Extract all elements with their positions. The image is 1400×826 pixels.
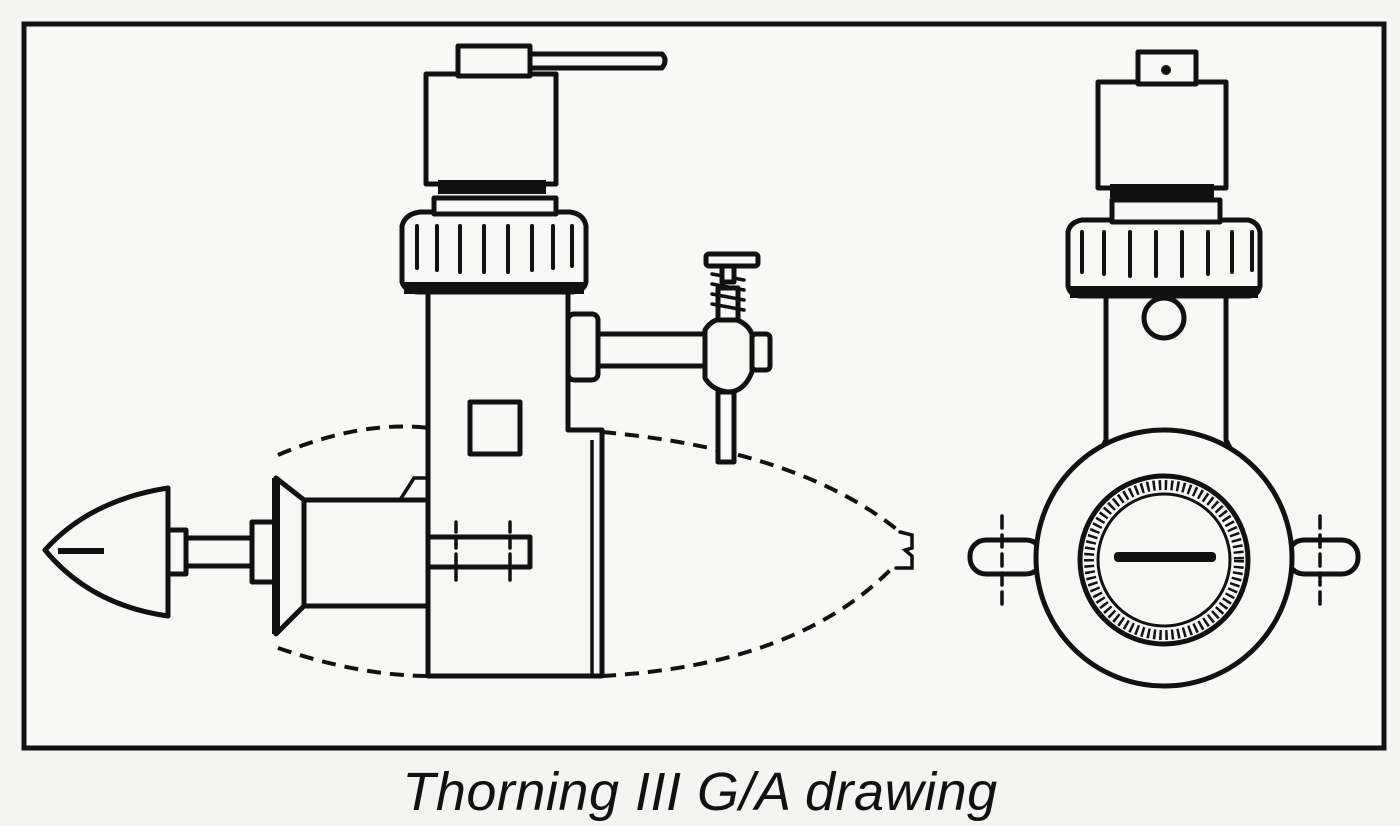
front-view	[967, 49, 1361, 689]
front-housing	[301, 497, 431, 609]
front-shaft-slot	[1114, 552, 1216, 562]
tommy-bar	[527, 51, 668, 71]
front-fin-grooves	[1080, 230, 1254, 278]
cowl-outline-bottom	[277, 646, 431, 678]
carb-boss	[565, 311, 601, 383]
front-head-band	[1110, 184, 1214, 198]
front-bypass-boss	[1141, 295, 1187, 341]
cooling-fin-ring	[399, 209, 589, 295]
prop-shaft-collar	[165, 527, 189, 577]
front-tommy-bar-hole	[1161, 65, 1171, 75]
fin-ring-top	[431, 195, 559, 217]
fuel-spraybar	[715, 389, 737, 465]
front-compression-screw	[1135, 49, 1199, 87]
mounting-lug	[425, 534, 533, 570]
front-fin-ring-top	[1109, 197, 1223, 225]
fin-ring-base	[404, 282, 584, 294]
cowl-outline-top-rear	[601, 430, 902, 534]
side-view	[42, 43, 914, 679]
front-mount-lug-right	[1285, 537, 1361, 577]
front-bearing-knurl	[1084, 480, 1244, 640]
carb-side-nut	[749, 331, 773, 373]
carb-intake-tube	[595, 331, 715, 369]
figure-caption: Thorning III G/A drawing	[402, 762, 998, 822]
prop-washer	[273, 475, 307, 637]
front-mount-lug-left	[967, 537, 1045, 577]
front-fin-ring-base	[1070, 286, 1258, 298]
engine-drawing	[21, 21, 1387, 751]
front-cylinder-head	[1095, 79, 1229, 191]
compression-screw	[455, 43, 533, 79]
spinner-cone	[42, 485, 171, 619]
cylinder-head	[423, 71, 559, 187]
cowl-outline-bottom-rear	[601, 563, 897, 678]
prop-shaft	[183, 535, 255, 569]
head-band	[438, 180, 546, 194]
exhaust-port	[467, 399, 523, 457]
front-housing-step	[398, 476, 430, 502]
needle-valve-knob	[703, 251, 761, 269]
cowl-nose-cap	[894, 530, 914, 570]
fin-grooves	[415, 224, 574, 274]
cowl-outline-top	[277, 424, 431, 457]
carb-body	[702, 315, 755, 395]
